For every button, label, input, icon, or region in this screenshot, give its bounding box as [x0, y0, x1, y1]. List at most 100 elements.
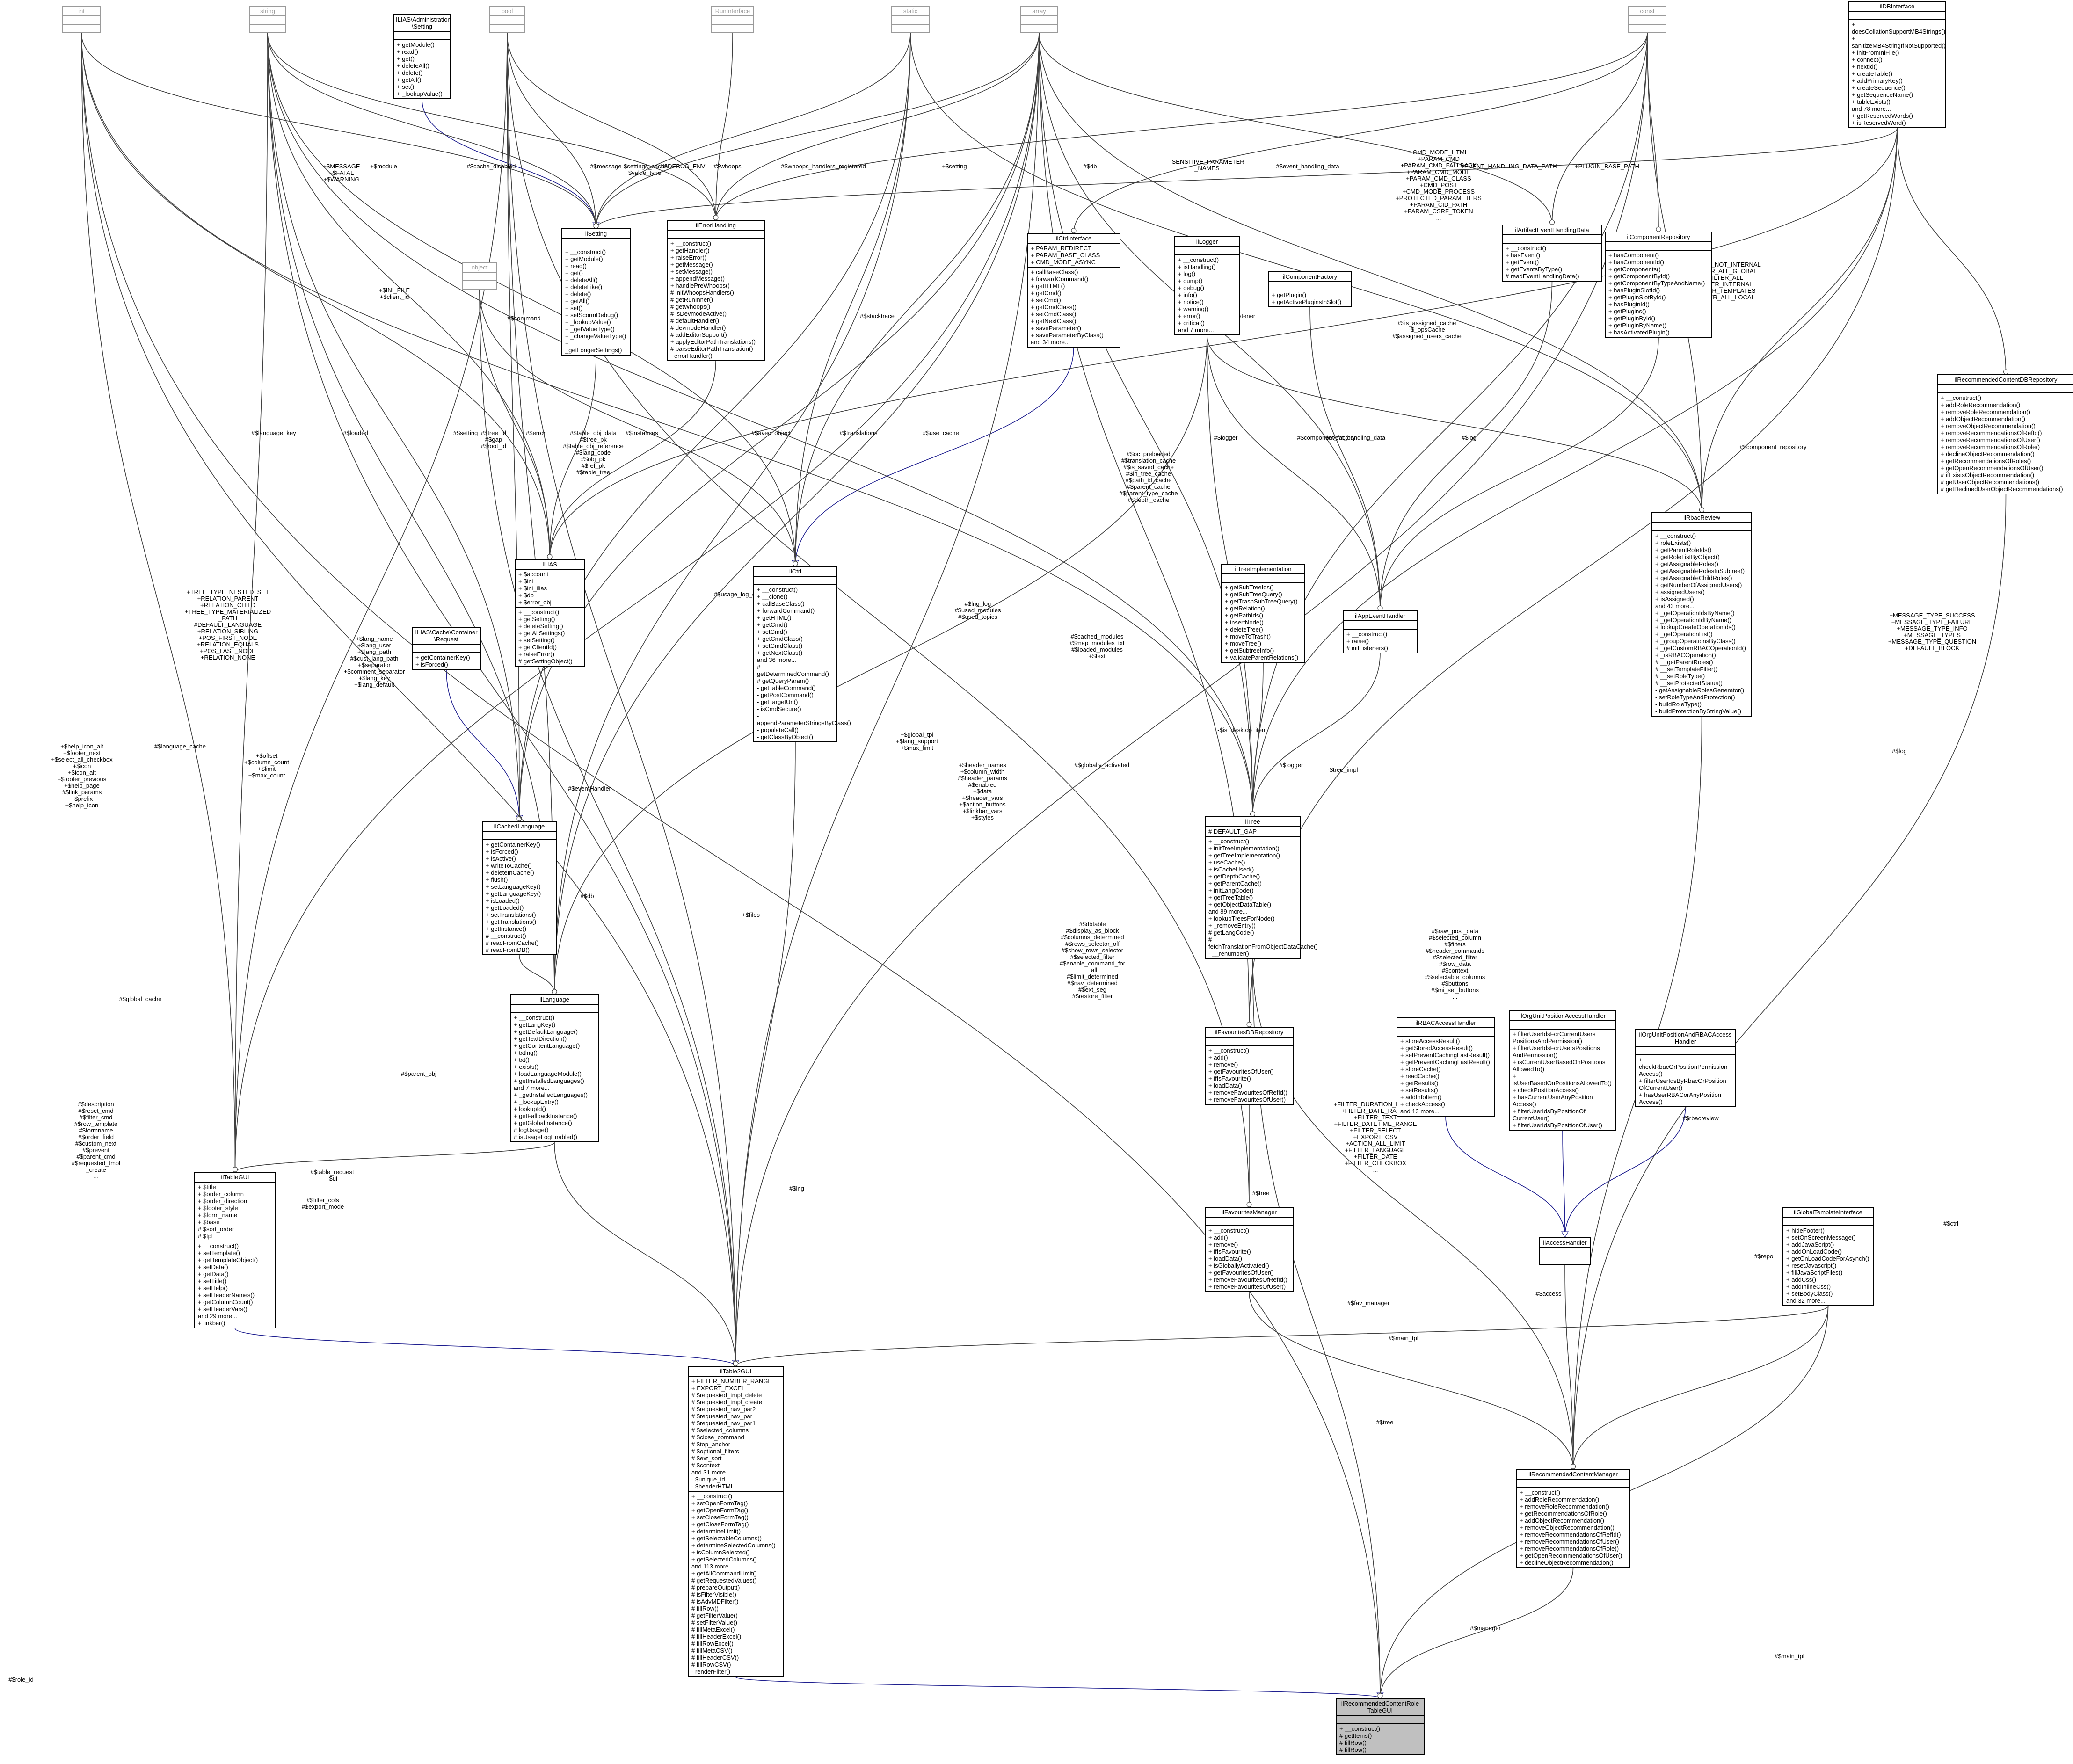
class-node-iliassetting[interactable]: ILIAS\Administration \Setting+ getModule… [393, 14, 451, 99]
class-name: array [1021, 7, 1057, 16]
usage-edge [1039, 33, 1553, 225]
class-node-ildbinterface[interactable]: ilDBInterface+ doesCollationSupportMB4St… [1848, 1, 1946, 128]
class-operations [892, 25, 929, 32]
usage-edge [1551, 33, 1648, 225]
composition-diamond [1377, 605, 1383, 611]
usage-edge [1897, 128, 2007, 375]
class-attributes [463, 273, 496, 281]
class-node-const[interactable]: const [1628, 6, 1666, 33]
edge-label: #$eventHandler [568, 785, 611, 792]
class-attributes [63, 16, 100, 25]
composition-diamond [1571, 1464, 1576, 1469]
class-attributes [1222, 574, 1304, 583]
inheritance-edge [422, 99, 596, 229]
class-node-ilappeventhandler[interactable]: ilAppEventHandler+ __construct() + raise… [1343, 610, 1418, 653]
class-node-iltablegui[interactable]: ilTableGUI+ $title + $order_column + $or… [194, 1172, 276, 1328]
composition-diamond [1246, 1202, 1252, 1207]
usage-edge [715, 33, 1040, 220]
edge-label: #$tree_id#$gap#$root_id [481, 429, 506, 450]
class-node-ilrecommendedcontentdbrepository[interactable]: ilRecommendedContentDBRepository+ __cons… [1937, 374, 2073, 494]
class-node-array[interactable]: array [1020, 6, 1058, 33]
composition-diamond [2003, 369, 2008, 375]
class-operations [490, 25, 524, 32]
class-attributes [712, 16, 753, 25]
edge-label: #$log [1462, 434, 1477, 441]
usage-edge [715, 33, 1648, 220]
class-attributes: + PARAM_REDIRECT + PARAM_BASE_CLASS + CM… [1028, 244, 1120, 268]
class-node-ilfavouritesmanager[interactable]: ilFavouritesManager + __construct() + add… [1205, 1207, 1294, 1292]
class-operations: + __construct() + add() + remove() + ifI… [1208, 1227, 1287, 1290]
class-node-ilorgunitpositionaccesshandler[interactable]: ilOrgUnitPositionAccessHandler+ filterUs… [1509, 1010, 1616, 1131]
class-node-ilorgunitpositionandrbacaccesshandler[interactable]: ilOrgUnitPositionAndRBACAccess Handler+ … [1635, 1029, 1736, 1107]
class-node-ilcachedlanguage[interactable]: ilCachedLanguage+ getContainerKey() + is… [482, 821, 557, 955]
usage-edge [267, 33, 550, 559]
class-node-ilrecommendedcontentmanager[interactable]: ilRecommendedContentManager+ __construct… [1516, 1469, 1630, 1568]
class-node-ilaccesshandler[interactable]: ilAccessHandler [1539, 1237, 1591, 1265]
class-operations: + getContainerKey() + isForced() [415, 654, 470, 668]
usage-edge [81, 33, 236, 1172]
edge-label: +$INI_FILE+$client_id [379, 287, 410, 300]
usage-edge [1701, 128, 1898, 513]
class-operations: + getSubTreeIds() + getSubTreeQuery() + … [1225, 584, 1299, 661]
class-name: ilTree [1206, 817, 1300, 827]
edge-label: #$command [507, 315, 541, 322]
class-node-ilctrl[interactable]: ilCtrl+ __construct() + __clone() + call… [753, 566, 851, 742]
class-name: ilFavouritesManager [1206, 1208, 1293, 1218]
class-node-iltreeimplementation[interactable]: ilTreeImplementation + getSubTreeIds() + … [1221, 564, 1305, 663]
edge-label: #$dbtable#$display_as_block#$columns_det… [1060, 921, 1126, 1000]
class-name: RunInterface [712, 7, 753, 16]
edge-label: #$parent_obj [401, 1070, 436, 1077]
class-node-ilartifacteventhandlingdata[interactable]: ilArtifactEventHandlingData+ __construct… [1502, 225, 1602, 282]
class-node-ilctrlinterface[interactable]: ilCtrlInterface+ PARAM_REDIRECT + PARAM_… [1027, 233, 1120, 348]
class-node-int[interactable]: int [62, 6, 101, 33]
class-node-ilcomponentrepository[interactable]: ilComponentRepository+ hasComponent() + … [1605, 232, 1712, 338]
class-node-ilrbacaccesshandler[interactable]: ilRBACAccessHandler+ storeAccessResult()… [1397, 1017, 1495, 1117]
class-node-ilrecommendedcontentroletablegui[interactable]: ilRecommendedContentRole TableGUI+ __con… [1336, 1698, 1425, 1755]
class-attributes [1540, 1248, 1590, 1256]
class-name: ilRbacReview [1652, 513, 1751, 523]
class-node-illanguage[interactable]: ilLanguage+ __construct() + getLangKey()… [510, 994, 599, 1142]
class-node-ilglobaltemplateinterface[interactable]: ilGlobalTemplateInterface+ hideFooter() … [1782, 1207, 1874, 1306]
class-node-runinterface[interactable]: RunInterface [711, 6, 754, 33]
class-node-ilcomponentfactory[interactable]: ilComponentFactory+ getPlugin() + getAct… [1268, 271, 1352, 307]
class-name: ilRBACAccessHandler [1397, 1018, 1494, 1028]
edge-label: #$stacktrace [860, 312, 895, 319]
class-node-object[interactable]: object [462, 262, 497, 290]
class-node-ilfavouritesdbrepository[interactable]: ilFavouritesDBRepository+ __construct() … [1205, 1027, 1294, 1105]
class-node-iltable2gui[interactable]: ilTable2GUI+ FILTER_NUMBER_RANGE + EXPOR… [688, 1366, 784, 1677]
usage-edge [507, 33, 520, 821]
edge-label: -$settings_cache$value_type [622, 163, 668, 176]
usage-edge [596, 33, 911, 229]
class-node-static[interactable]: static [891, 6, 930, 33]
class-name: ilOrgUnitPositionAccessHandler [1510, 1011, 1615, 1021]
class-node-iliascachecontainerrequest[interactable]: ILIAS\Cache\Container \Request+ getConta… [412, 627, 481, 670]
edge-label: +$module [370, 163, 397, 170]
class-attributes [413, 645, 480, 653]
class-node-illogger[interactable]: ilLogger+ __construct() + isHandling() +… [1174, 236, 1240, 335]
class-name: ilTreeImplementation [1222, 565, 1304, 574]
composition-diamond [733, 1361, 738, 1366]
class-node-string[interactable]: string [249, 6, 286, 33]
class-node-ilrbacreview[interactable]: ilRbacReview+ __construct() + roleExists… [1651, 512, 1752, 717]
class-node-ilerrorhandling[interactable]: ilErrorHandling+ __construct() + getHand… [667, 220, 765, 361]
edge-label: #$ctrl [1943, 1220, 1958, 1227]
inheritance-edge [234, 1328, 736, 1366]
class-node-iltree[interactable]: ilTree# DEFAULT_GAP+ __construct() + ini… [1205, 816, 1318, 959]
edge-label: #$table_request-$ui [310, 1169, 354, 1182]
usage-edge [267, 33, 736, 1366]
usage-edge [1073, 33, 1648, 233]
edge-label: +TREE_TYPE_NESTED_SET+RELATION_PARENT+RE… [185, 588, 271, 661]
class-name: ilAppEventHandler [1344, 611, 1417, 621]
class-node-ilias[interactable]: ILIAS+ $account + $ini + $ini_ilias + $d… [515, 559, 585, 667]
class-node-ilsetting[interactable]: ilSetting+ __construct() + getModule() +… [561, 228, 631, 356]
class-attributes [250, 16, 285, 25]
class-operations: + __construct() + getLangKey() + getDefa… [514, 1014, 588, 1140]
usage-edge [795, 33, 1040, 566]
edge-label: #$translations [840, 429, 878, 436]
class-node-bool[interactable]: bool [489, 6, 525, 33]
edge-label: +FILTER_DURATION_RANGE+FILTER_DATE_RANGE… [1333, 1101, 1417, 1173]
usage-edge [519, 33, 911, 821]
class-operations: + callBaseClass() + forwardCommand() + g… [1031, 269, 1104, 346]
class-attributes [1783, 1218, 1873, 1226]
class-operations: + doesCollationSupportMB4Strings() + san… [1852, 21, 1946, 126]
